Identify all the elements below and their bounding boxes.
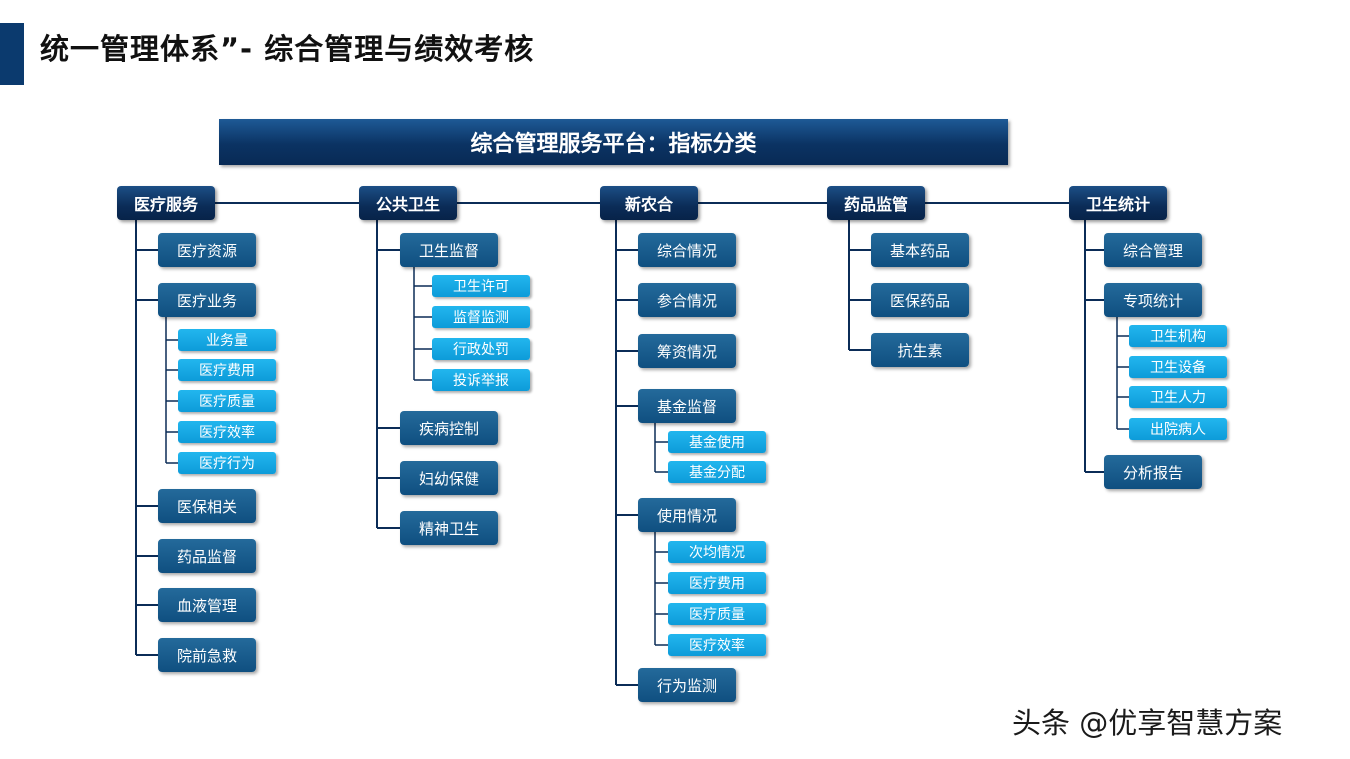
subcategory-item: 院前急救 [158, 638, 256, 672]
subcategory-item: 基本药品 [871, 233, 969, 267]
indicator-item: 医疗费用 [668, 572, 766, 594]
subcategory-item: 卫生监督 [400, 233, 498, 267]
subcategory-item: 专项统计 [1104, 283, 1202, 317]
subcategory-item: 妇幼保健 [400, 461, 498, 495]
subcategory-item: 筹资情况 [638, 334, 736, 368]
indicator-item: 医疗质量 [178, 390, 276, 412]
indicator-item: 基金分配 [668, 461, 766, 483]
subcategory-item: 血液管理 [158, 588, 256, 622]
subcategory-item: 医疗资源 [158, 233, 256, 267]
indicator-item: 出院病人 [1129, 418, 1227, 440]
indicator-item: 卫生人力 [1129, 386, 1227, 408]
indicator-item: 卫生许可 [432, 275, 530, 297]
subcategory-item: 医保相关 [158, 489, 256, 523]
indicator-item: 卫生机构 [1129, 325, 1227, 347]
subcategory-item: 行为监测 [638, 668, 736, 702]
subcategory-item: 抗生素 [871, 333, 969, 367]
indicator-item: 医疗行为 [178, 452, 276, 474]
subcategory-item: 综合情况 [638, 233, 736, 267]
category-5: 卫生统计 [1069, 186, 1167, 220]
category-1: 医疗服务 [117, 186, 215, 220]
subcategory-item: 医保药品 [871, 283, 969, 317]
subcategory-item: 使用情况 [638, 498, 736, 532]
subcategory-item: 医疗业务 [158, 283, 256, 317]
subcategory-item: 药品监督 [158, 539, 256, 573]
indicator-item: 监督监测 [432, 306, 530, 328]
indicator-item: 医疗效率 [668, 634, 766, 656]
subcategory-item: 分析报告 [1104, 455, 1202, 489]
indicator-item: 医疗效率 [178, 421, 276, 443]
subcategory-item: 精神卫生 [400, 511, 498, 545]
category-2: 公共卫生 [359, 186, 457, 220]
subcategory-item: 参合情况 [638, 283, 736, 317]
subcategory-item: 基金监督 [638, 389, 736, 423]
subcategory-item: 疾病控制 [400, 411, 498, 445]
page-title: 统一管理体系”- 综合管理与绩效考核 [40, 32, 535, 66]
title-accent-bar [0, 23, 24, 85]
indicator-item: 卫生设备 [1129, 356, 1227, 378]
indicator-item: 行政处罚 [432, 338, 530, 360]
watermark: 头条 @优享智慧方案 [1012, 706, 1283, 740]
indicator-item: 次均情况 [668, 541, 766, 563]
subcategory-item: 综合管理 [1104, 233, 1202, 267]
indicator-item: 基金使用 [668, 431, 766, 453]
category-4: 药品监管 [827, 186, 925, 220]
indicator-item: 业务量 [178, 329, 276, 351]
indicator-item: 投诉举报 [432, 369, 530, 391]
indicator-item: 医疗质量 [668, 603, 766, 625]
category-3: 新农合 [600, 186, 698, 220]
platform-banner: 综合管理服务平台：指标分类 [219, 119, 1008, 165]
indicator-item: 医疗费用 [178, 359, 276, 381]
